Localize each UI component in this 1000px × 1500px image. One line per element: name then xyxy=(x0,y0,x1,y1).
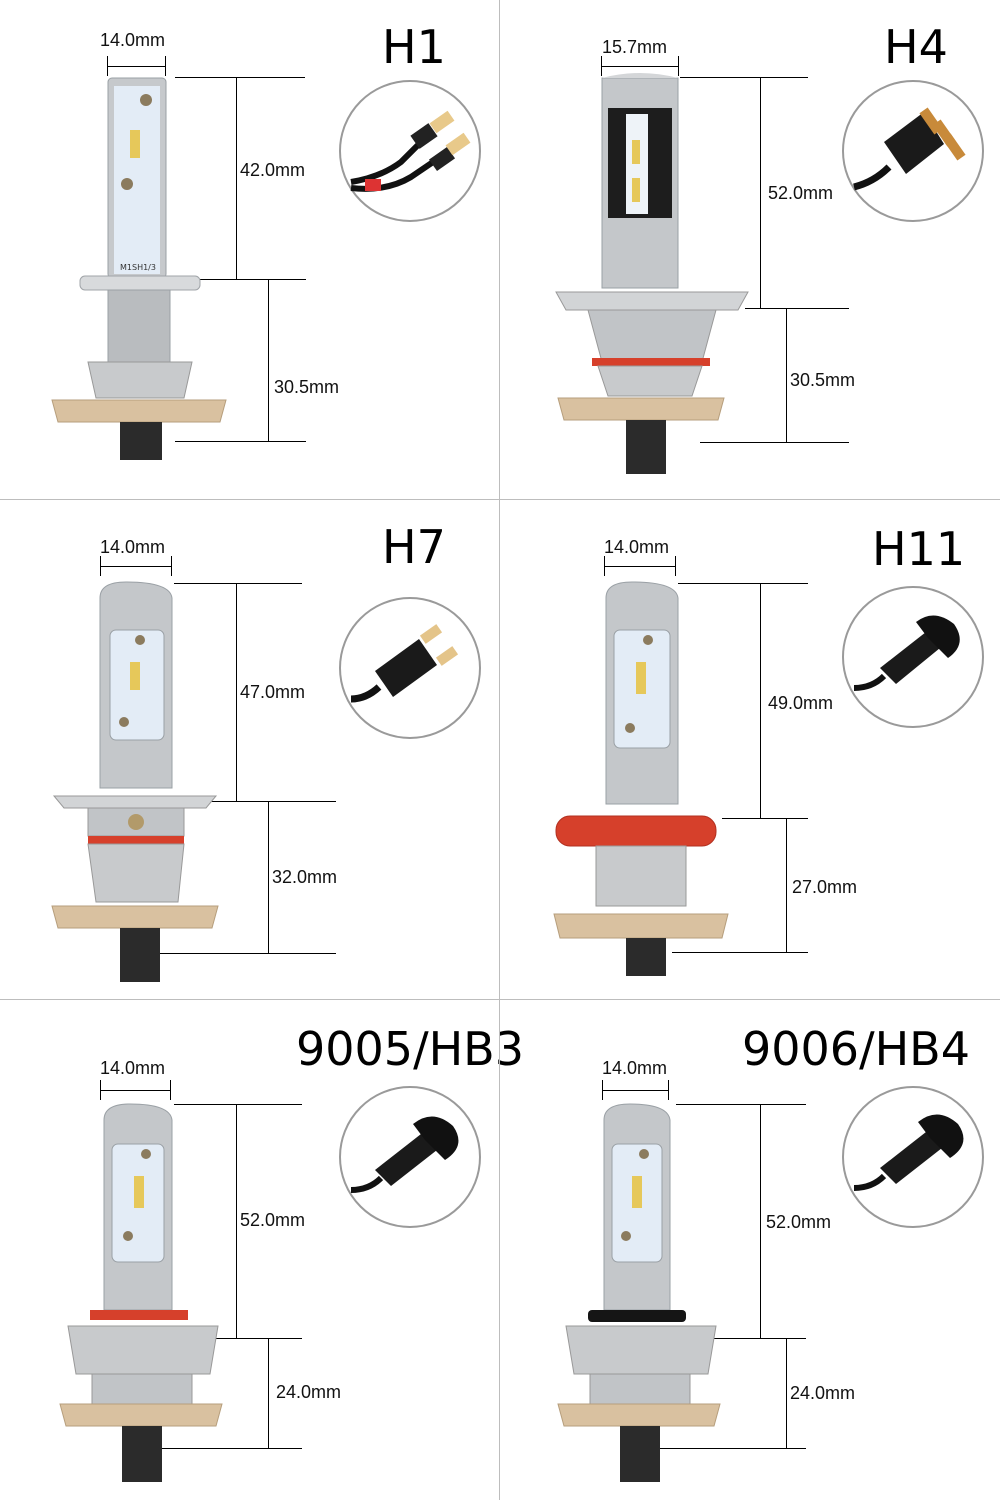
width-dimension-label: 14.0mm xyxy=(100,537,166,557)
grid-divider xyxy=(499,0,500,1500)
socket-plug-icon xyxy=(339,1086,481,1228)
width-dimension-tick xyxy=(171,556,172,576)
lower-height-line xyxy=(786,818,787,952)
panel-title: 9005/HB3 xyxy=(296,1022,524,1076)
panel-title: H1 xyxy=(382,20,446,74)
grid-divider xyxy=(0,999,1000,1000)
width-dimension-line xyxy=(602,1090,668,1091)
socket-plug-icon xyxy=(842,1086,984,1228)
panel-h11: H11 14.0mm 49.0mm 27.0mm xyxy=(500,500,1000,1000)
upper-height-label: 52.0mm xyxy=(240,1210,306,1230)
panel-h1: H1 14.0mm 42.0mm 30.5mm xyxy=(0,0,500,500)
hb3-bulb-image xyxy=(58,1103,228,1484)
width-dimension-label: 14.0mm xyxy=(604,537,670,557)
panel-title: 9006/HB4 xyxy=(742,1022,970,1076)
lower-height-label: 32.0mm xyxy=(272,867,338,887)
width-dimension-label: 14.0mm xyxy=(602,1058,668,1078)
upper-height-line xyxy=(236,77,237,279)
lower-height-label: 30.5mm xyxy=(790,370,856,390)
width-dimension-tick xyxy=(678,56,679,76)
socket-plug-icon xyxy=(842,586,984,728)
upper-height-line xyxy=(236,583,237,801)
lower-height-label: 27.0mm xyxy=(792,877,858,897)
dimension-guide xyxy=(160,1448,302,1449)
lower-height-line xyxy=(268,801,269,953)
wire-terminal-icon xyxy=(339,80,481,222)
h4-bulb-image xyxy=(552,73,752,478)
dimension-guide xyxy=(660,1448,806,1449)
upper-height-line xyxy=(760,77,761,308)
h1-bulb-image: M1SH1/3 xyxy=(50,77,230,460)
upper-height-line xyxy=(236,1104,237,1338)
width-dimension-tick xyxy=(675,556,676,576)
width-dimension-label: 14.0mm xyxy=(100,1058,166,1078)
dimension-guide xyxy=(678,583,808,584)
panel-h4: H4 15.7mm 52.0mm 30.5mm xyxy=(500,0,1000,500)
model-text: M1SH1/3 xyxy=(120,263,156,272)
lower-height-line xyxy=(268,279,269,441)
upper-height-label: 52.0mm xyxy=(766,1212,832,1232)
dimension-guide xyxy=(676,1104,806,1105)
panel-9005-hb3: 9005/HB3 14.0mm 52.0mm 24.0mm xyxy=(0,1000,524,1500)
upper-height-label: 49.0mm xyxy=(768,693,834,713)
svg-text:M1SH1/3: M1SH1/3 xyxy=(120,263,156,272)
upper-height-label: 42.0mm xyxy=(240,160,306,180)
upper-height-line xyxy=(760,1104,761,1338)
width-dimension-line xyxy=(100,1090,170,1091)
width-dimension-line xyxy=(107,66,165,67)
dimension-guide xyxy=(174,583,302,584)
dimension-guide xyxy=(745,308,849,309)
dimension-guide xyxy=(170,279,306,280)
width-dimension-line xyxy=(604,566,675,567)
lower-height-line xyxy=(786,308,787,442)
h7-bulb-image xyxy=(50,581,230,982)
dimension-guide xyxy=(175,77,305,78)
width-dimension-tick xyxy=(170,1080,171,1100)
width-dimension-line xyxy=(601,66,678,67)
dimension-guide xyxy=(680,77,808,78)
lower-height-label: 24.0mm xyxy=(790,1383,856,1403)
panel-h7: H7 14.0mm 47.0mm 32.0mm xyxy=(0,500,500,1000)
lower-height-line xyxy=(268,1338,269,1448)
dimension-guide xyxy=(160,953,336,954)
grid-divider xyxy=(0,499,1000,500)
hb4-bulb-image xyxy=(556,1103,726,1484)
width-dimension-line xyxy=(100,566,171,567)
upper-height-label: 52.0mm xyxy=(768,183,834,203)
three-pin-plug-icon xyxy=(842,80,984,222)
width-dimension-tick xyxy=(165,56,166,76)
upper-height-line xyxy=(760,583,761,818)
dimension-guide xyxy=(722,818,808,819)
dimension-guide xyxy=(175,441,306,442)
dimension-guide xyxy=(672,952,808,953)
dimension-guide xyxy=(174,1104,302,1105)
h11-bulb-image xyxy=(552,581,732,982)
width-dimension-tick xyxy=(668,1080,669,1100)
dimension-guide xyxy=(700,442,849,443)
lower-height-label: 30.5mm xyxy=(274,377,340,397)
lower-height-line xyxy=(786,1338,787,1448)
width-dimension-label: 15.7mm xyxy=(602,37,668,57)
two-pin-plug-icon xyxy=(339,597,481,739)
dimension-guide xyxy=(170,1338,302,1339)
panel-9006-hb4: 9006/HB4 14.0mm 52.0mm 24.0mm xyxy=(500,1000,1000,1500)
width-dimension-label: 14.0mm xyxy=(100,30,166,50)
upper-height-label: 47.0mm xyxy=(240,682,306,702)
dimension-guide xyxy=(205,801,336,802)
dimension-guide xyxy=(665,1338,806,1339)
panel-title: H11 xyxy=(872,522,966,576)
panel-title: H7 xyxy=(382,520,446,574)
panel-title: H4 xyxy=(884,20,948,74)
lower-height-label: 24.0mm xyxy=(276,1382,342,1402)
